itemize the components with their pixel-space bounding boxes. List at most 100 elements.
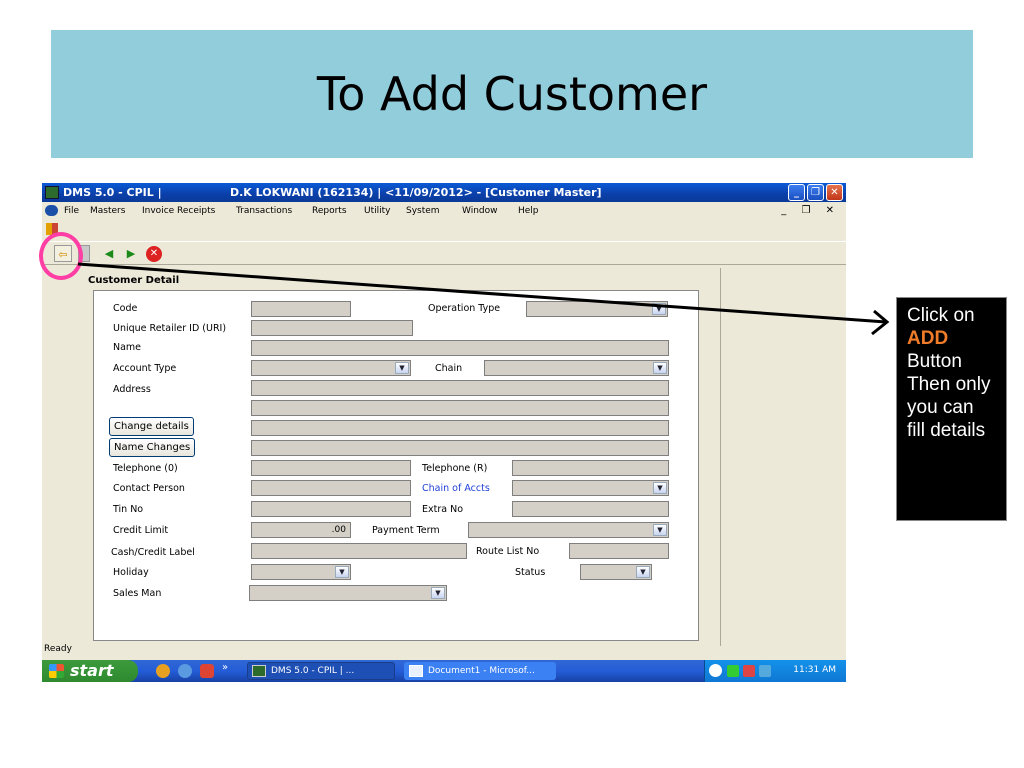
chain-select[interactable]: ▼ — [484, 360, 669, 376]
payment-term-label: Payment Term — [372, 525, 440, 536]
chain-of-accts-select[interactable]: ▼ — [512, 480, 669, 496]
holiday-label: Holiday — [113, 567, 149, 578]
slide-title-band: To Add Customer — [51, 30, 973, 158]
telephone-r-label: Telephone (R) — [422, 463, 488, 474]
sales-man-select[interactable]: ▼ — [249, 585, 447, 601]
form-right-divider — [720, 268, 721, 646]
quicklaunch-more-icon[interactable]: » — [222, 662, 229, 673]
tray-app-icon[interactable] — [727, 665, 739, 677]
address-line-4[interactable] — [251, 440, 669, 456]
browser-icon[interactable] — [156, 664, 170, 678]
minimize-button[interactable]: _ — [788, 184, 805, 201]
cancel-icon[interactable]: ✕ — [146, 246, 162, 262]
mdi-child-icon[interactable] — [45, 205, 58, 216]
telephone-r-field[interactable] — [512, 460, 669, 476]
restore-button[interactable]: ❐ — [807, 184, 824, 201]
taskbar-item-dms[interactable]: DMS 5.0 - CPIL | ... — [247, 662, 395, 680]
menu-reports[interactable]: Reports — [312, 206, 347, 216]
payment-term-select[interactable]: ▼ — [468, 522, 669, 538]
address-line-3[interactable] — [251, 420, 669, 436]
menu-invoice-receipts[interactable]: Invoice Receipts — [142, 206, 216, 216]
name-field[interactable] — [251, 340, 669, 356]
menu-bar: File Masters Invoice Receipts Transactio… — [42, 202, 846, 220]
name-label: Name — [113, 342, 142, 353]
cash-credit-label-field[interactable] — [251, 543, 467, 559]
telephone-o-field[interactable] — [251, 460, 411, 476]
instruction-callout: Click on ADD Button Then only you can fi… — [896, 297, 1007, 521]
uri-field[interactable] — [251, 320, 413, 336]
change-details-button[interactable]: Change details — [109, 417, 194, 436]
menu-help[interactable]: Help — [518, 206, 539, 216]
menu-masters[interactable]: Masters — [90, 206, 126, 216]
status-bar-text: Ready — [44, 644, 72, 654]
window-title-context: D.K LOKWANI (162134) | <11/09/2012> - [C… — [230, 186, 602, 199]
callout-body: Button Then only you can fill details — [907, 351, 991, 441]
taskbar-item-document[interactable]: Document1 - Microsof... — [404, 662, 556, 680]
tin-no-label: Tin No — [113, 504, 144, 515]
tray-collapse-icon[interactable] — [709, 664, 722, 677]
chevron-down-icon[interactable]: ▼ — [653, 524, 667, 536]
chevron-down-icon[interactable]: ▼ — [395, 362, 409, 374]
tray-clock: 11:31 AM — [793, 665, 836, 675]
chevron-down-icon[interactable]: ▼ — [652, 303, 666, 315]
highlight-circle — [39, 232, 83, 280]
cash-credit-label-label: Cash/Credit Label — [111, 547, 195, 558]
menu-transactions[interactable]: Transactions — [236, 206, 293, 216]
chevron-down-icon[interactable]: ▼ — [335, 566, 349, 578]
contact-person-field[interactable] — [251, 480, 411, 496]
account-type-label: Account Type — [113, 363, 177, 374]
taskbar: start » DMS 5.0 - CPIL | ... Document1 -… — [42, 660, 846, 682]
address-label: Address — [113, 384, 151, 395]
tray-monitor-icon[interactable] — [759, 665, 771, 677]
menu-system[interactable]: System — [406, 206, 440, 216]
status-select[interactable]: ▼ — [580, 564, 652, 580]
app-icon — [45, 186, 59, 199]
chevron-down-icon[interactable]: ▼ — [431, 587, 445, 599]
close-button[interactable]: ✕ — [826, 184, 843, 201]
window-titlebar[interactable]: DMS 5.0 - CPIL | D.K LOKWANI (162134) | … — [42, 183, 846, 202]
credit-limit-label: Credit Limit — [113, 525, 169, 536]
extra-no-field[interactable] — [512, 501, 669, 517]
contact-person-label: Contact Person — [113, 483, 185, 494]
menu-file[interactable]: File — [64, 206, 80, 216]
chevron-down-icon[interactable]: ▼ — [653, 362, 667, 374]
code-field[interactable] — [251, 301, 351, 317]
slide-title: To Add Customer — [316, 67, 708, 121]
holiday-select[interactable]: ▼ — [251, 564, 351, 580]
extra-no-label: Extra No — [422, 504, 464, 515]
start-button[interactable]: start — [42, 660, 138, 682]
next-record-icon[interactable]: ▶ — [126, 247, 136, 260]
operation-type-label: Operation Type — [428, 303, 501, 314]
chevron-down-icon[interactable]: ▼ — [636, 566, 650, 578]
operation-type-select[interactable]: ▼ — [526, 301, 668, 317]
menu-window[interactable]: Window — [462, 206, 498, 216]
window-controls: _ ❐ ✕ — [788, 184, 843, 201]
app-window: DMS 5.0 - CPIL | D.K LOKWANI (162134) | … — [42, 183, 846, 682]
taskbar-item-dms-label: DMS 5.0 - CPIL | ... — [271, 666, 355, 676]
taskbar-item-document-label: Document1 - Microsof... — [428, 666, 535, 676]
tray-network-icon[interactable] — [743, 665, 755, 677]
chain-of-accts-label: Chain of Accts — [422, 483, 490, 494]
address-line-2[interactable] — [251, 400, 669, 416]
previous-record-icon[interactable]: ◀ — [104, 247, 114, 260]
chevron-down-icon[interactable]: ▼ — [653, 482, 667, 494]
word-document-icon — [409, 665, 423, 677]
name-changes-button[interactable]: Name Changes — [109, 438, 196, 457]
credit-limit-field[interactable]: .00 — [251, 522, 351, 538]
callout-line-1: Click on — [907, 305, 975, 326]
telephone-o-label: Telephone (0) — [113, 463, 178, 474]
menu-utility[interactable]: Utility — [364, 206, 391, 216]
route-list-no-field[interactable] — [569, 543, 669, 559]
dms-app-icon — [252, 665, 266, 677]
app-shortcut-icon[interactable] — [200, 664, 214, 678]
internet-explorer-icon[interactable] — [178, 664, 192, 678]
tin-no-field[interactable] — [251, 501, 411, 517]
mdi-window-controls[interactable]: _ ❐ ✕ — [781, 205, 840, 216]
sales-man-label: Sales Man — [113, 588, 162, 599]
account-type-select[interactable]: ▼ — [251, 360, 411, 376]
address-line-1[interactable] — [251, 380, 669, 396]
customer-detail-panel: Code Unique Retailer ID (URI) Name Accou… — [93, 290, 699, 641]
route-list-no-label: Route List No — [476, 546, 540, 557]
windows-flag-icon — [49, 664, 64, 678]
